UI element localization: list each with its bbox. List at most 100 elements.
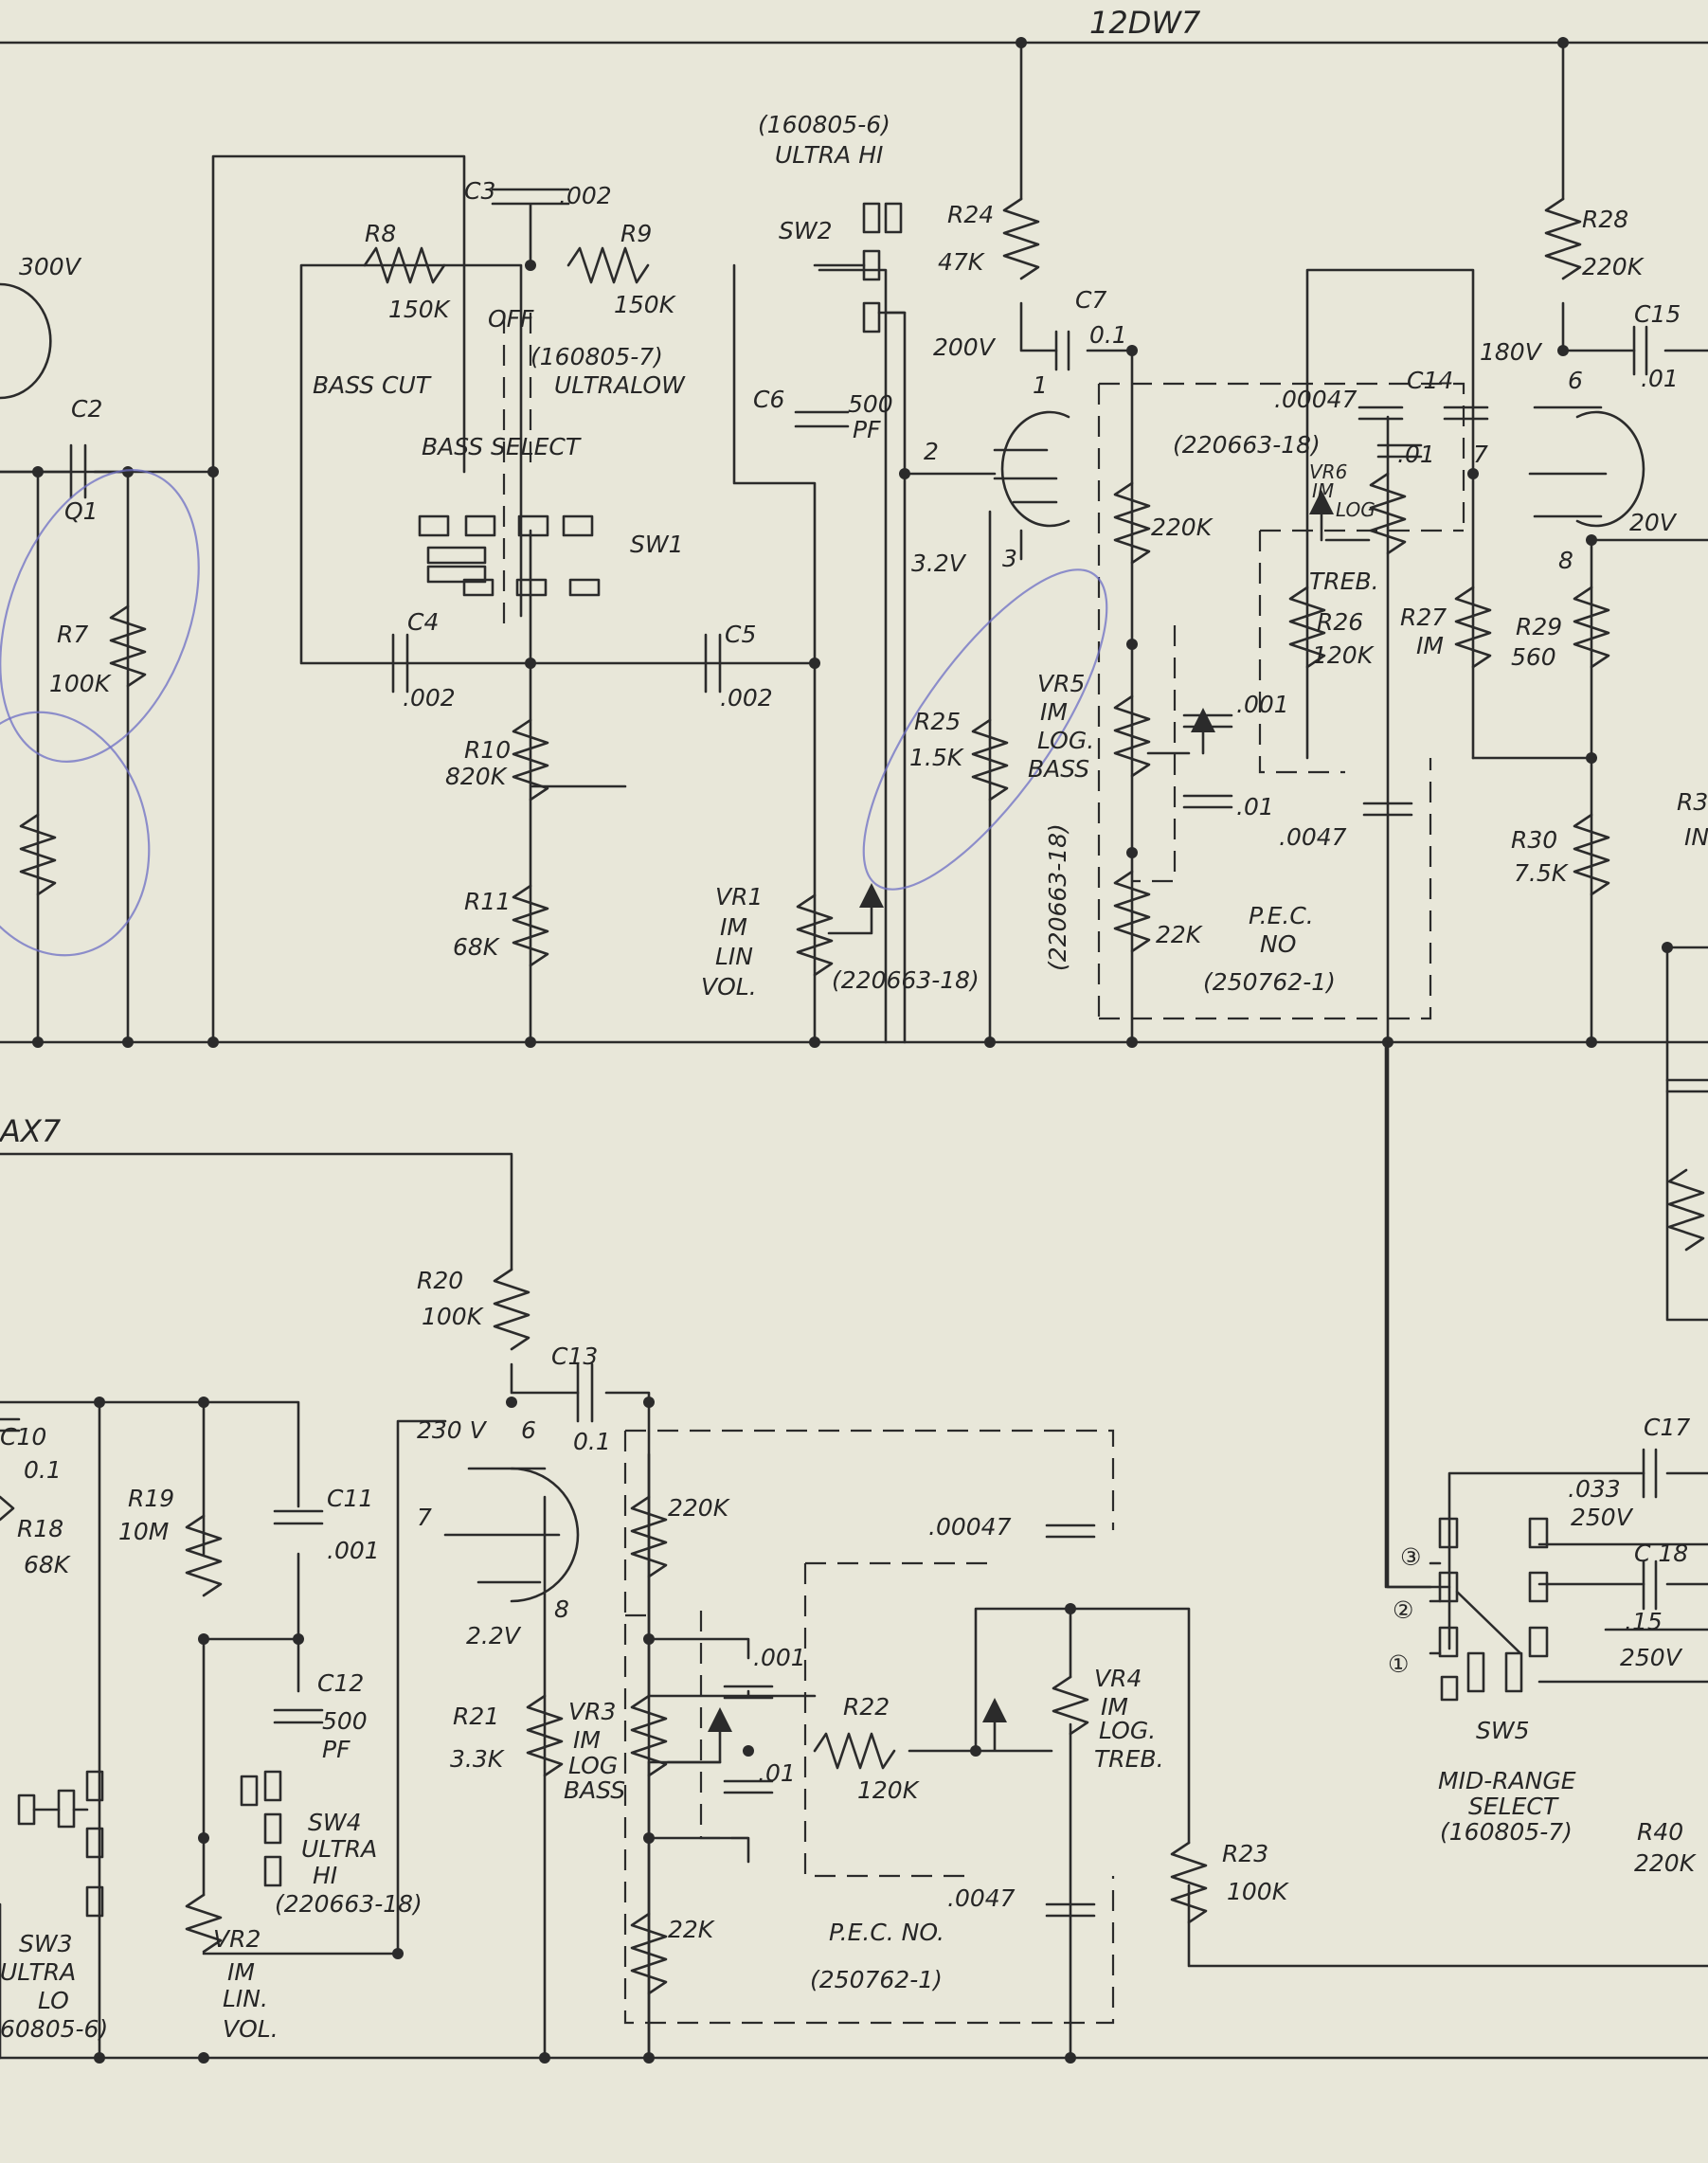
sw5-label: SW5 — [1476, 1717, 1530, 1744]
potentiometers-top — [796, 472, 1407, 977]
resistor-unlabeled-left — [19, 813, 57, 896]
pec-part-bottom: (250762-1) — [810, 1966, 943, 1993]
r9-value: 150K — [614, 291, 677, 318]
c3-value: .002 — [559, 182, 612, 209]
sw5-name-2: SELECT — [1468, 1793, 1559, 1820]
capacitor-01-mid-value: .01 — [1236, 793, 1274, 820]
vr3-taper: LOG — [568, 1752, 618, 1779]
r28-label: R28 — [1582, 206, 1628, 233]
vr5-taper: LOG. — [1037, 727, 1094, 754]
pin-8-bottom: 8 — [554, 1595, 569, 1623]
junction-dots-top — [32, 37, 1673, 1048]
c17-label: C17 — [1644, 1414, 1690, 1441]
junction-dots-bottom — [94, 1397, 1076, 2064]
voltage-300v: 300V — [19, 253, 82, 280]
sw1-off-label: OFF — [488, 305, 534, 333]
vr4-taper: LOG. — [1099, 1717, 1156, 1744]
vr4-value: IM — [1101, 1693, 1128, 1721]
voltage-2-2v: 2.2V — [466, 1622, 522, 1649]
sw3-part-number: 60805-6) — [0, 2015, 108, 2043]
r21-label: R21 — [453, 1703, 499, 1730]
pin-6-top: 6 — [1568, 367, 1583, 394]
switch-sw1 — [418, 313, 601, 625]
sw3-name-1: ULTRA — [0, 1958, 76, 1986]
bottom-stage-wiring — [0, 1040, 1708, 2060]
sw3-name-2: LO — [38, 1987, 69, 2014]
vr1-value: IM — [720, 913, 747, 941]
c15-label: C15 — [1634, 300, 1681, 328]
pec-boxes-bottom — [623, 1429, 1115, 2025]
tube-12dw7-sections — [0, 282, 1645, 528]
vr4-function: TREB. — [1094, 1745, 1164, 1773]
vr2-label: VR2 — [213, 1925, 261, 1953]
potentiometers-bottom — [185, 1675, 1089, 1954]
r10-label: R10 — [464, 736, 511, 764]
capacitor-c2 — [69, 443, 87, 499]
capacitor-c13 — [576, 1362, 594, 1423]
vr5-part-number: (220663-18) — [1044, 823, 1071, 971]
resistor-r8 — [363, 246, 446, 284]
capacitor-01-bottom — [723, 1779, 774, 1794]
r29-label: R29 — [1516, 613, 1562, 640]
vr4-label: VR4 — [1094, 1665, 1142, 1692]
resistor-r30 — [1573, 813, 1610, 896]
c18-voltage: 250V — [1620, 1644, 1683, 1671]
tube-12ax7-section — [443, 1467, 580, 1603]
pin-3: 3 — [1002, 545, 1017, 572]
c18-label: C 18 — [1634, 1540, 1688, 1567]
r27-label: R27 — [1400, 604, 1447, 631]
r20-label: R20 — [417, 1267, 463, 1294]
r7-value: 100K — [49, 670, 113, 697]
resistor-r29 — [1573, 586, 1610, 669]
r19-value: 10M — [118, 1518, 169, 1545]
resistor-r20 — [493, 1268, 530, 1351]
resistor-220k-top — [1113, 481, 1151, 565]
vr3-function: BASS — [564, 1776, 625, 1804]
vr5-label: VR5 — [1037, 670, 1085, 697]
r40-label: R40 — [1637, 1818, 1683, 1846]
vr6-taper: LOG — [1336, 498, 1375, 521]
c13-label: C13 — [551, 1343, 598, 1370]
c4-label: C4 — [407, 608, 439, 636]
resistor-22k-top — [1113, 870, 1151, 953]
capacitor-0047-bottom — [1045, 1902, 1096, 1918]
capacitor-c14 — [1443, 406, 1489, 421]
resistor-r26 — [1288, 586, 1326, 669]
sw2-label: SW2 — [779, 217, 833, 244]
pot-vr5 — [1113, 694, 1151, 778]
r9-label: R9 — [620, 220, 652, 247]
tube-left-partial — [0, 282, 52, 400]
voltage-20v: 20V — [1629, 509, 1678, 536]
tube-12dw7-right — [1575, 410, 1645, 528]
r11-label: R11 — [464, 888, 511, 915]
resistor-r18-partial — [0, 1495, 15, 1522]
c7-label: C7 — [1075, 286, 1106, 314]
c10-value: 0.1 — [24, 1456, 62, 1484]
resistor-220k-bottom-value: 220K — [668, 1494, 731, 1522]
sw4-part-number: (220663-18) — [275, 1890, 423, 1918]
vr3-label: VR3 — [568, 1698, 616, 1725]
capacitor-0047-bottom-value: .0047 — [947, 1884, 1016, 1912]
vr6-label: VR6 — [1309, 460, 1347, 483]
c12-value: 500 — [322, 1707, 368, 1735]
capacitor-00047-top — [1357, 406, 1404, 421]
c17-value: .033 — [1568, 1475, 1621, 1503]
bass-cut-label: BASS CUT — [313, 371, 432, 399]
c6-label: C6 — [753, 386, 784, 413]
c10-label: C10 — [0, 1423, 46, 1451]
r8-label: R8 — [365, 220, 396, 247]
vr2-taper: LIN. — [223, 1985, 268, 2012]
capacitor-c7 — [1054, 330, 1070, 371]
r7-label: R7 — [57, 621, 88, 648]
pot-vr6 — [1369, 472, 1407, 555]
vr5-function: BASS — [1028, 755, 1089, 783]
r25-value: 1.5K — [909, 744, 965, 771]
capacitor-c10-partial — [0, 1417, 21, 1433]
capacitor-c6 — [794, 410, 850, 428]
top-stage-wiring — [0, 41, 1708, 1589]
capacitor-01-bottom-value: .01 — [758, 1759, 796, 1787]
vr6-part-number: (220663-18) — [1173, 431, 1321, 459]
pec-no-top-2: NO — [1260, 930, 1296, 958]
sw5-position-2: ② — [1393, 1596, 1413, 1624]
